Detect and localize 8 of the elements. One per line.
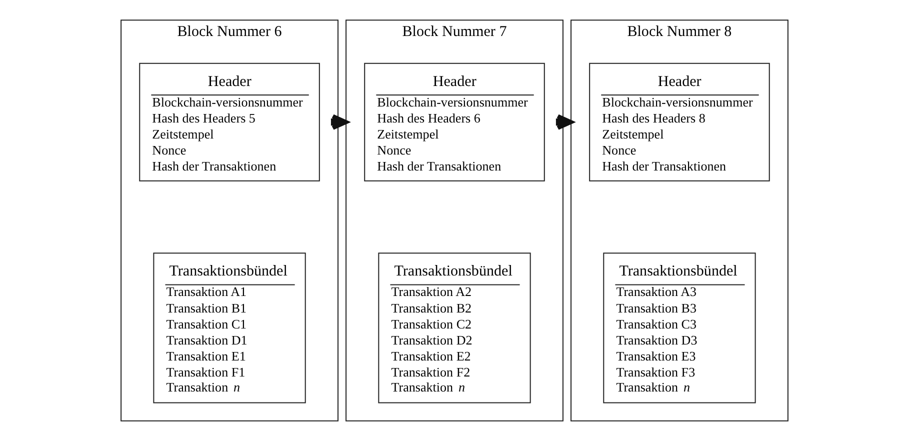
node-box: Header Blockchain-versionsnummer Hash des Headers 6 Zeitstempel Nonce Hash der Transaktionen [364,62,545,182]
node-box: Header Blockchain-versionsnummer Hash des Headers 5 Zeitstempel Nonce Hash der Transaktionen [139,62,320,182]
node-box: Header Blockchain-versionsnummer Hash des Headers 8 Zeitstempel Nonce Hash der Transaktionen [589,62,770,182]
arrow [556,114,574,130]
node-box: Transaktionsbündel Transaktion A2 Transaktion B2 Transaktion C2 Transaktion D2 Transaktion E2 Transaktion F2 Transaktion n [378,252,531,404]
arrow [330,114,348,130]
node-box: Transaktionsbündel Transaktion A3 Transaktion B3 Transaktion C3 Transaktion D3 Transaktion E3 Transaktion F3 Transaktion n [603,252,756,404]
node-box: Transaktionsbündel Transaktion A1 Transaktion B1 Transaktion C1 Transaktion D1 Transaktion E1 Transaktion F1 Transaktion n [153,252,306,404]
